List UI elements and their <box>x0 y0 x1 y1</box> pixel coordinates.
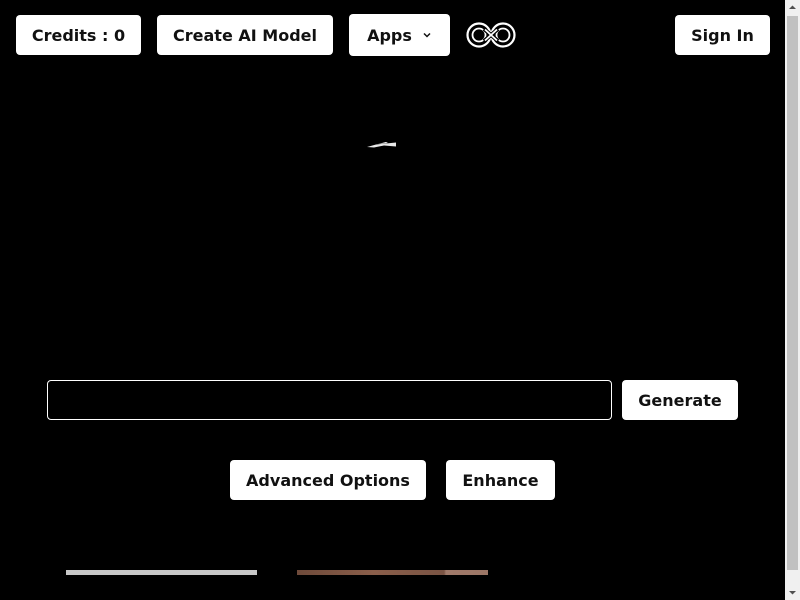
create-ai-model-button[interactable]: Create AI Model <box>157 15 333 55</box>
sign-in-button[interactable]: Sign In <box>675 15 770 55</box>
scrollbar-thumb[interactable] <box>787 16 798 570</box>
prompt-input[interactable] <box>47 380 612 420</box>
advanced-options-label: Advanced Options <box>246 470 410 490</box>
generate-label: Generate <box>638 390 722 410</box>
enhance-button[interactable]: Enhance <box>446 460 555 500</box>
create-ai-model-label: Create AI Model <box>173 25 317 45</box>
generate-button[interactable]: Generate <box>622 380 738 420</box>
apps-label: Apps <box>367 25 412 45</box>
credits-button[interactable]: Credits : 0 <box>16 15 141 55</box>
sign-in-label: Sign In <box>691 25 754 45</box>
gallery-thumbnail[interactable] <box>66 570 257 575</box>
hero-image-fragment <box>367 142 396 148</box>
scroll-down-arrow-icon[interactable] <box>785 585 800 600</box>
infinity-logo-icon[interactable] <box>465 20 517 50</box>
credits-label: Credits : 0 <box>31 25 126 45</box>
gallery-thumbnail[interactable] <box>297 570 488 575</box>
vertical-scrollbar[interactable] <box>785 0 800 600</box>
chevron-down-icon <box>423 32 431 38</box>
advanced-options-button[interactable]: Advanced Options <box>230 460 426 500</box>
scroll-up-arrow-icon[interactable] <box>785 0 800 15</box>
enhance-label: Enhance <box>462 470 539 490</box>
apps-dropdown-button[interactable]: Apps <box>349 14 450 56</box>
